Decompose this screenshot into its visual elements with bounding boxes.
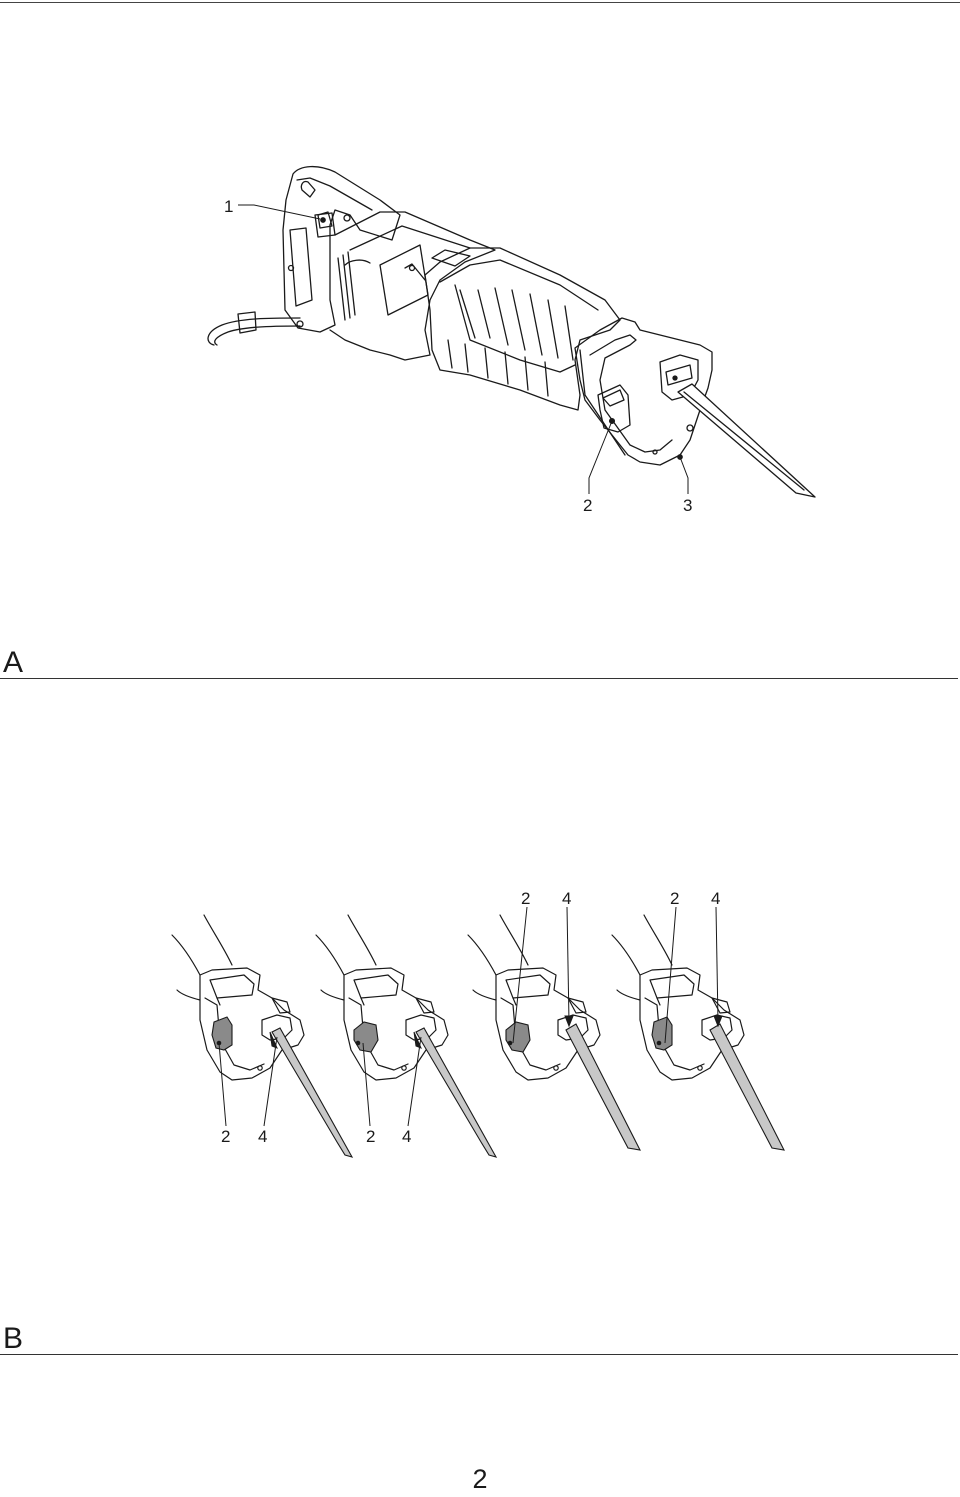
step-3-blade-holder-callout: 4 — [562, 889, 572, 908]
step-2-saw-head — [315, 914, 497, 1158]
step-3-lever-callout: 2 — [521, 889, 531, 908]
callout-lever: 2 — [583, 496, 593, 515]
step-1-blade-holder-callout: 4 — [258, 1127, 268, 1146]
step-2-blade-holder-callout: 4 — [402, 1127, 412, 1146]
top-border — [0, 2, 960, 3]
figure-a-label: A — [3, 646, 24, 679]
reciprocating-saw-illustration — [207, 165, 816, 498]
callout-trigger: 1 — [224, 197, 234, 216]
figure-a-rule — [0, 678, 958, 679]
step-2-lever-callout: 2 — [366, 1127, 376, 1146]
figure-b-rule — [0, 1354, 958, 1355]
step-4-lever-callout: 2 — [670, 889, 680, 908]
step-4-saw-head — [611, 914, 785, 1151]
page-number: 2 — [472, 1464, 488, 1494]
blade-installation-sequence — [171, 906, 785, 1158]
step-1-lever-callout: 2 — [221, 1127, 231, 1146]
step-4-blade-holder-callout: 4 — [711, 889, 721, 908]
step-1-saw-head — [171, 914, 353, 1158]
figure-b-label: B — [3, 1322, 24, 1355]
step-3-saw-head — [467, 914, 641, 1151]
callout-shoe: 3 — [683, 496, 693, 515]
